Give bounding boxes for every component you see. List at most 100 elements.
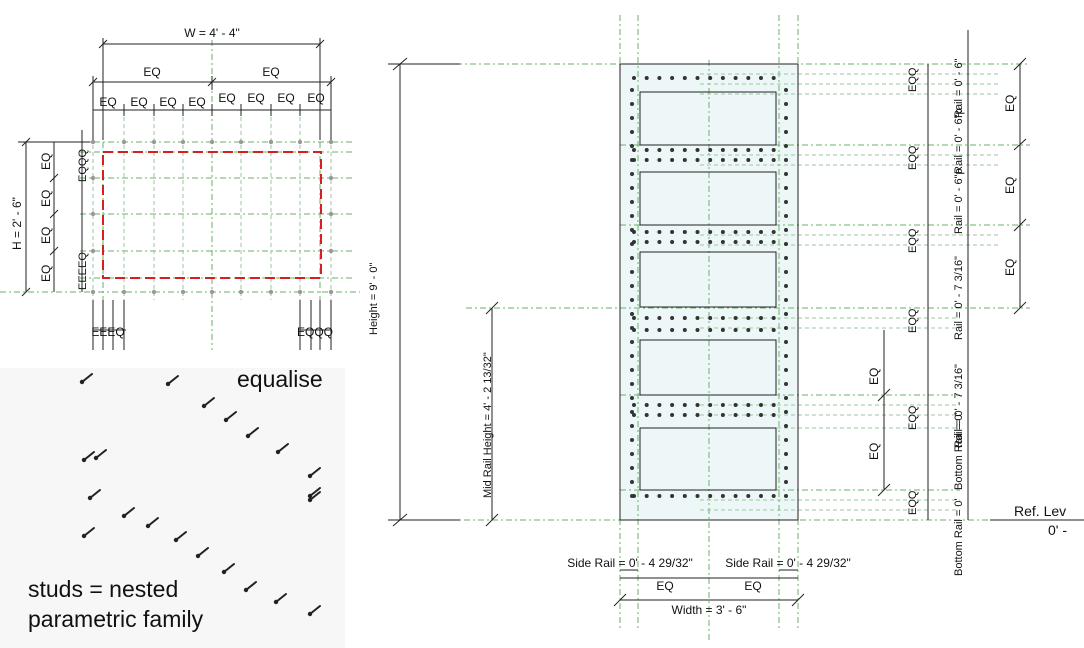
- equalise-label: equalise: [237, 366, 323, 392]
- rivet: [784, 354, 788, 358]
- rivet: [771, 148, 776, 152]
- eqq-stack-4: EQQ: [907, 308, 919, 333]
- rivet: [759, 230, 763, 234]
- rivet: [630, 466, 634, 470]
- rivet: [630, 116, 634, 120]
- rivet: [644, 230, 649, 234]
- eq-half-right: EQ: [262, 65, 279, 79]
- rivet: [784, 242, 788, 246]
- eqq-stack-5: EQQ: [907, 405, 919, 430]
- height-dimension: H = 2' - 6": [10, 197, 24, 250]
- eq-mid-2: EQ: [867, 443, 881, 460]
- rivet: [630, 284, 634, 288]
- rivet: [759, 413, 763, 417]
- rivet: [771, 403, 776, 407]
- eq-vert-4: EQ: [39, 265, 53, 282]
- rivet: [784, 326, 788, 330]
- rivet: [733, 316, 738, 320]
- stud-head-icon: [307, 497, 313, 503]
- stud-head-icon: [195, 553, 201, 559]
- rivet: [771, 158, 776, 162]
- eq-stack-bottom-right: EQQQ: [297, 325, 333, 339]
- rivet: [657, 230, 662, 234]
- eq-half-left: EQ: [143, 65, 160, 79]
- eq-right-2: EQ: [1003, 177, 1017, 194]
- rivet: [733, 240, 738, 244]
- rivet: [630, 228, 634, 232]
- rivet: [670, 148, 675, 152]
- rivet: [720, 76, 725, 80]
- rivet: [682, 76, 687, 80]
- rivet: [784, 298, 788, 302]
- eq-width-right: EQ: [744, 579, 761, 593]
- rivet: [682, 413, 687, 417]
- eqq-stack-6: EQQ: [907, 490, 919, 515]
- rivet: [630, 396, 634, 400]
- rivet: [733, 76, 738, 80]
- rivet: [630, 340, 634, 344]
- rivet: [708, 240, 713, 244]
- rivet: [632, 413, 636, 417]
- rivet: [682, 494, 687, 498]
- rivet: [630, 480, 634, 484]
- rivet: [784, 480, 788, 484]
- rivet: [733, 413, 738, 417]
- rivet: [708, 494, 713, 498]
- rivet: [784, 452, 788, 456]
- rivet: [670, 158, 675, 162]
- rivet: [733, 148, 738, 152]
- rivet: [720, 316, 725, 320]
- eq-right-3: EQ: [1003, 259, 1017, 276]
- eq-stud-3: EQ: [159, 95, 176, 109]
- rivet: [630, 256, 634, 260]
- eq-stack-bottom-left: EEEQ: [91, 325, 124, 339]
- rivet: [630, 424, 634, 428]
- rivet: [630, 158, 634, 162]
- rivet: [644, 148, 649, 152]
- rivet: [644, 328, 649, 332]
- eq-stud-5: EQ: [218, 91, 235, 105]
- rivet: [682, 240, 687, 244]
- stud-head-icon: [145, 523, 151, 529]
- rivet: [670, 316, 675, 320]
- rail-label-3: Rail = 0' - 6"p: [953, 168, 965, 234]
- rivet: [746, 328, 751, 332]
- rivet: [720, 328, 725, 332]
- rivet: [695, 158, 700, 162]
- rivet: [784, 270, 788, 274]
- rivet: [784, 466, 788, 470]
- eq-stud-7: EQ: [277, 91, 294, 105]
- stud-head-icon: [307, 493, 313, 499]
- stud-head-icon: [79, 379, 85, 385]
- rivet: [670, 403, 675, 407]
- rivet: [759, 316, 763, 320]
- rivet: [784, 172, 788, 176]
- rivet: [670, 328, 675, 332]
- rivet: [733, 403, 738, 407]
- rail-label-6: Bottom Rail = 0': [953, 412, 965, 490]
- rivet: [720, 240, 725, 244]
- rivet: [644, 316, 649, 320]
- rivet: [670, 494, 675, 498]
- rivet: [771, 328, 776, 332]
- rivet: [630, 312, 634, 316]
- rivet: [630, 144, 634, 148]
- rivet: [720, 230, 725, 234]
- rivet: [708, 403, 713, 407]
- rivet: [708, 76, 713, 80]
- rivet: [759, 240, 763, 244]
- rivet: [784, 88, 788, 92]
- rivet: [784, 158, 788, 162]
- rivet: [630, 494, 634, 498]
- rivet: [746, 316, 751, 320]
- eq-stud-4: EQ: [188, 95, 205, 109]
- rivet: [746, 240, 751, 244]
- rivet: [695, 403, 700, 407]
- rail-label-4: Rail = 0' - 7 3/16": [953, 256, 965, 340]
- studs-label-line2: parametric family: [28, 606, 204, 632]
- rivet: [784, 312, 788, 316]
- rivet: [630, 200, 634, 204]
- plan-view: W = 4' - 4" EQ EQ EQ EQ EQ EQ EQ EQ EQ E…: [0, 26, 360, 350]
- rivet: [784, 144, 788, 148]
- rivet: [720, 403, 725, 407]
